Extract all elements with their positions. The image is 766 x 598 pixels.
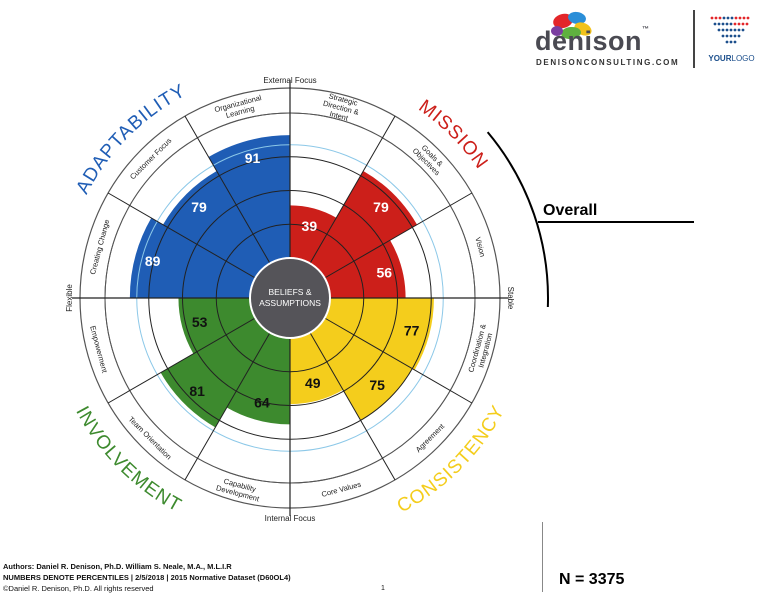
wedge-mission-0: [290, 205, 337, 264]
value-label: 79: [373, 199, 389, 215]
spoke-330: [184, 115, 271, 264]
your-logo-icon: [710, 16, 750, 44]
wedge-adaptability-0: [129, 217, 256, 298]
value-label: 64: [254, 395, 270, 411]
header-divider: [693, 10, 695, 68]
value-label: 56: [376, 265, 392, 281]
value-label: 39: [302, 218, 318, 234]
value-label: 81: [189, 383, 205, 399]
value-label: 49: [305, 375, 321, 391]
your-logo-text: YOURLOGO: [708, 54, 755, 63]
wedge-mission-1: [310, 170, 418, 278]
wedge-adaptability-2: [208, 135, 290, 264]
overall-underline: [538, 221, 694, 223]
overall-label: Overall: [543, 202, 598, 219]
overall-arc: [486, 131, 549, 308]
footer-note: NUMBERS DENOTE PERCENTILES | 2/5/2018 | …: [3, 573, 291, 582]
axis-label-right: Stable: [506, 287, 515, 310]
axis-label-left: Flexible: [65, 284, 74, 312]
spoke-60: [324, 192, 473, 279]
page-number: 1: [381, 585, 385, 592]
wedge-involvement-1: [160, 318, 270, 428]
denison-logo: denison™ DENISONCONSULTING.COM: [535, 8, 685, 70]
your-logo: YOURLOGO: [704, 10, 759, 70]
wedge-consistency-2: [290, 332, 344, 405]
wedge-consistency-1: [310, 318, 413, 421]
center-label-line: BELIEFS &: [269, 287, 312, 297]
center-circle: [249, 257, 331, 339]
brand-url: DENISONCONSULTING.COM: [536, 58, 680, 67]
wedge-mission-2: [324, 240, 406, 298]
footer-copyright: ©Daniel R. Denison, Ph.D. All rights res…: [3, 584, 154, 593]
value-label: 89: [145, 253, 161, 269]
spoke-30: [309, 115, 396, 264]
wedge-consistency-0: [324, 298, 434, 370]
footer-divider: [542, 522, 543, 592]
center-label-line: ASSUMPTIONS: [259, 298, 321, 308]
value-label: 53: [192, 314, 208, 330]
value-label: 91: [245, 150, 261, 166]
spoke-300: [107, 192, 256, 279]
sample-size: N = 3375: [559, 571, 625, 588]
axis-label-bottom: Internal Focus: [265, 514, 316, 523]
wedge-adaptability-1: [162, 170, 270, 278]
spoke-240: [107, 317, 256, 404]
value-label: 79: [191, 199, 207, 215]
brand-name: denison™: [535, 26, 650, 56]
value-label: 75: [369, 377, 385, 393]
wedge-involvement-2: [178, 298, 256, 354]
denison-logo-icon: [551, 11, 592, 40]
spoke-120: [324, 317, 473, 404]
axis-label-top: External Focus: [263, 76, 316, 85]
wedge-involvement-0: [226, 332, 290, 425]
footer-authors: Authors: Daniel R. Denison, Ph.D. Willia…: [3, 562, 232, 571]
value-label: 77: [404, 323, 420, 339]
spoke-210: [184, 332, 271, 481]
spoke-150: [309, 332, 396, 481]
